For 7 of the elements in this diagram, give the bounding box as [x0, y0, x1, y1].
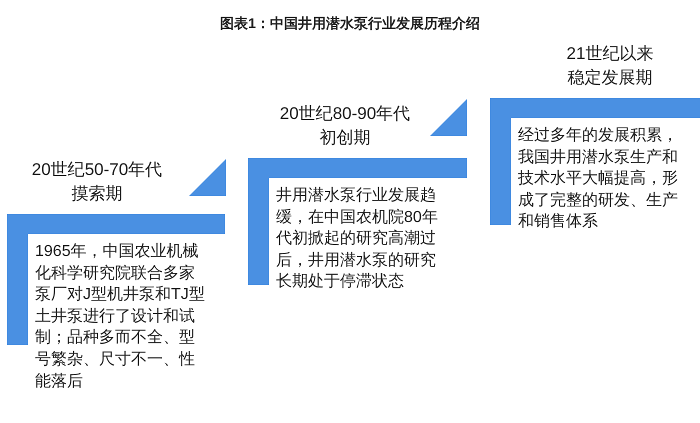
chart-title: 图表1：中国井用潜水泵行业发展历程介绍	[220, 14, 480, 33]
stage-heading: 20世纪50-70年代摸索期	[30, 159, 164, 205]
stage-description: 井用潜水泵行业发展趋缓，在中国农机院80年代初掀起的研究高潮过后，井用潜水泵的研究长期处于停滞状态	[276, 186, 439, 292]
stage-description: 1965年，中国农业机械化科学研究院联合多家泵厂对J型机井泵和TJ型土井泵进行了设计和试制；品种多而不全、型号繁杂、尺寸不一、性能落后	[35, 242, 206, 392]
stage-description: 经过多年的发展积累，我国井用潜水泵生产和技术水平大幅提高，形成了完整的研发、生产和销售体系	[518, 126, 679, 232]
stage-heading: 21世纪以来稳定发展期	[566, 43, 654, 89]
stage-heading: 20世纪80-90年代初创期	[278, 103, 412, 149]
